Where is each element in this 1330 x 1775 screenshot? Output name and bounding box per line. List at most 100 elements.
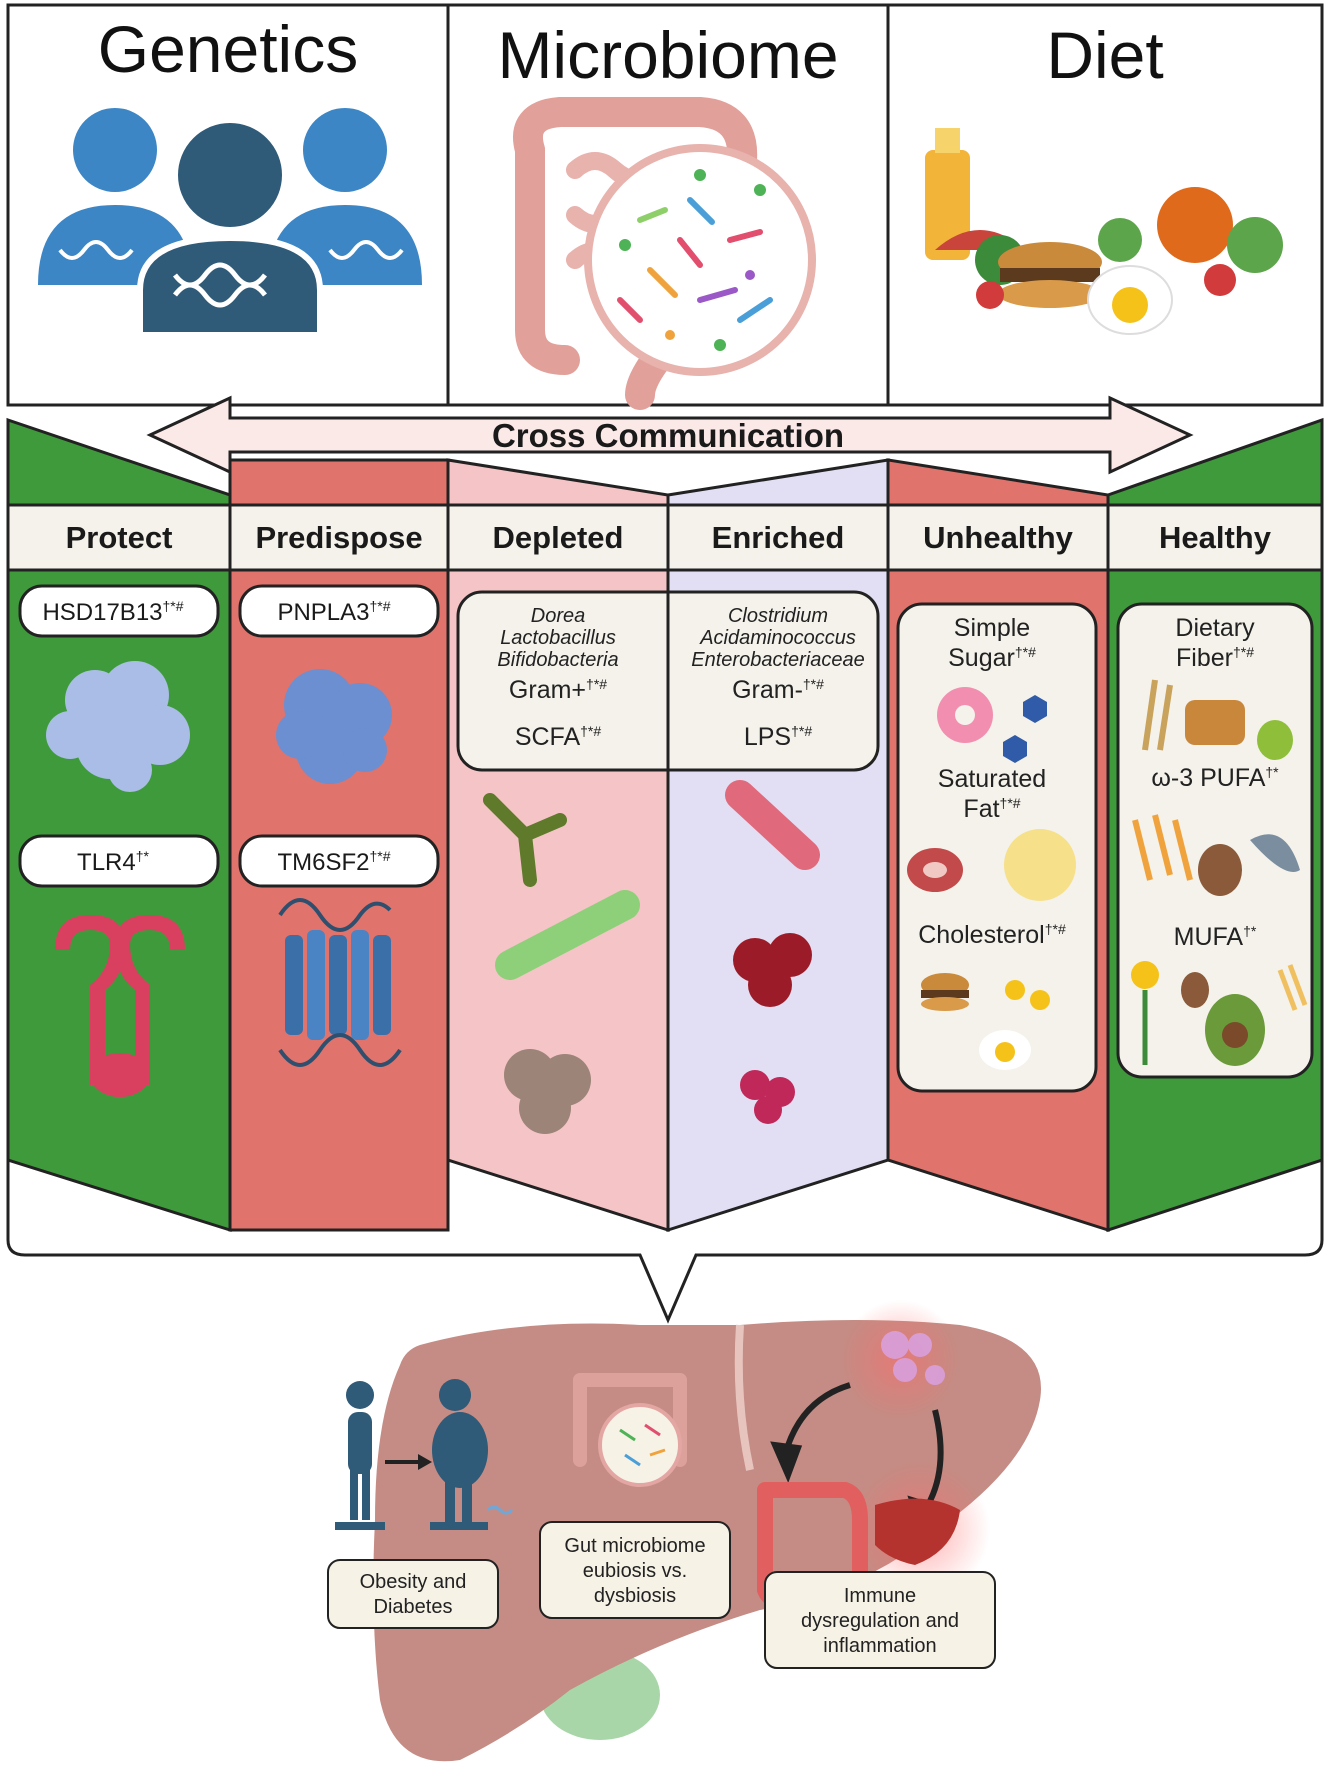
donut-sugar-icon — [937, 687, 1047, 763]
svg-text:Sugar†*#: Sugar†*# — [948, 644, 1036, 672]
svg-text:LPS†*#: LPS†*# — [744, 723, 813, 751]
hsd17b13-sup: †*# — [163, 598, 184, 614]
immune-line2: dysregulation and — [801, 1610, 959, 1632]
protect-column: HSD17B13†*# TLR4†* — [18, 584, 220, 1097]
obesity-line1: Obesity and — [360, 1571, 467, 1593]
saturated-line1: Saturated — [938, 765, 1046, 793]
omega3-nut-fish-icon — [1132, 814, 1300, 896]
enriched-taxa-3: Enterobacteriaceae — [691, 649, 864, 671]
immune-line3: inflammation — [823, 1635, 936, 1657]
gut-caption: Gut microbiome eubiosis vs. dysbiosis — [539, 1521, 731, 1619]
cholesterol-label: Cholesterol — [918, 921, 1044, 949]
mufa-sup: †* — [1243, 923, 1257, 939]
immune-line1: Immune — [844, 1585, 916, 1607]
svg-text:Fat†*#: Fat†*# — [963, 795, 1020, 823]
depleted-taxa-1: Dorea — [531, 605, 585, 627]
enriched-metabolite-sup: †*# — [791, 723, 812, 739]
pufa-sup: †* — [1265, 764, 1279, 780]
column-headers: Protect Predispose Depleted Enriched Unh… — [6, 503, 1324, 572]
svg-text:HSD17B13†*#: HSD17B13†*# — [42, 598, 183, 626]
pnpla3-sup: †*# — [370, 598, 391, 614]
mufa-label: MUFA — [1174, 923, 1244, 951]
fiber-line2: Fiber — [1176, 644, 1233, 672]
protect-header: Protect — [66, 520, 173, 555]
depleted-metabolite: SCFA — [515, 723, 581, 751]
svg-text:Gram-†*#: Gram-†*# — [732, 676, 824, 704]
simple-sugar-line2: Sugar — [948, 644, 1015, 672]
dorea-icon — [504, 1049, 591, 1134]
hsd17b13-label: HSD17B13 — [42, 599, 162, 626]
saturated-line2: Fat — [963, 795, 999, 823]
pnpla3-pill — [238, 584, 440, 638]
gut-line2: eubiosis vs. — [583, 1560, 688, 1582]
unhealthy-header: Unhealthy — [923, 520, 1074, 555]
callout-outline — [6, 1160, 1324, 1324]
svg-text:PNPLA3†*#: PNPLA3†*# — [277, 598, 390, 626]
predispose-header: Predispose — [255, 520, 422, 555]
enriched-taxa-1: Clostridium — [728, 605, 828, 627]
tlr4-pill — [18, 834, 220, 888]
microbiome-heading: Microbiome — [497, 18, 838, 92]
depleted-metabolite-sup: †*# — [580, 723, 601, 739]
svg-text:TLR4†*: TLR4†* — [77, 848, 149, 876]
pnpla3-protein-icon — [276, 669, 392, 784]
people-dna-icon — [38, 108, 422, 338]
fiber-line1: Dietary — [1175, 614, 1255, 642]
hsd17b13-protein-icon — [46, 661, 190, 792]
svg-text:ω-3 PUFA†*: ω-3 PUFA†* — [1151, 764, 1279, 792]
tlr4-receptor-icon — [55, 915, 185, 1097]
obesity-figures-icon — [335, 1379, 514, 1530]
sunflower-avocado-icon — [1131, 961, 1308, 1066]
diet-heading: Diet — [1046, 18, 1163, 92]
enriched-bacteria-icons — [725, 780, 820, 1124]
tm6sf2-pill — [238, 834, 440, 888]
healthy-header: Healthy — [1159, 520, 1272, 555]
damaged-liver-icon — [875, 1498, 960, 1565]
lactobacillus-icon — [495, 890, 640, 980]
cholesterol-sup: †*# — [1045, 921, 1066, 937]
depleted-gram-sup: †*# — [586, 676, 607, 692]
depleted-taxa-2: Lactobacillus — [500, 627, 616, 649]
depleted-gram: Gram+ — [509, 676, 586, 704]
grain-bread-icon — [1142, 679, 1293, 760]
depleted-header: Depleted — [493, 520, 624, 555]
svg-text:Fiber†*#: Fiber†*# — [1176, 644, 1254, 672]
svg-text:Gram+†*#: Gram+†*# — [509, 676, 607, 704]
unhealthy-box: Simple Sugar†*# Saturated Fat†*# Cholest… — [896, 602, 1098, 1093]
predispose-column: PNPLA3†*# TM6SF2†*# — [238, 584, 440, 1067]
svg-text:MUFA†*: MUFA†* — [1174, 923, 1257, 951]
healthy-box: Dietary Fiber†*# ω-3 PUFA†* MUFA†* — [1116, 602, 1314, 1079]
food-assortment-icon — [925, 128, 1283, 335]
enriched-gram-sup: †*# — [803, 676, 824, 692]
svg-text:TM6SF2†*#: TM6SF2†*# — [277, 848, 390, 876]
immune-caption: Immune dysregulation and inflammation — [764, 1571, 996, 1669]
bifidobacteria-icon — [483, 793, 567, 887]
pufa-label: ω-3 PUFA — [1151, 764, 1265, 792]
pnpla3-label: PNPLA3 — [277, 599, 369, 626]
cross-communication-label: Cross Communication — [492, 417, 844, 454]
tm6sf2-transmembrane-icon — [278, 898, 402, 1067]
enriched-taxa-2: Acidaminococcus — [699, 627, 856, 649]
depleted-bacteria-icons — [483, 793, 640, 1134]
simple-sugar-line1: Simple — [954, 614, 1030, 642]
obesity-line2: Diabetes — [374, 1596, 453, 1618]
hsd17b13-pill — [18, 584, 220, 638]
tm6sf2-sup: †*# — [369, 848, 390, 864]
burger-egg-icon — [921, 973, 1050, 1070]
obesity-caption: Obesity and Diabetes — [327, 1559, 499, 1629]
svg-text:Cholesterol†*#: Cholesterol†*# — [918, 921, 1066, 949]
enriched-metabolite: LPS — [744, 723, 791, 751]
saturated-sup: †*# — [1000, 795, 1021, 811]
genetics-heading: Genetics — [98, 12, 358, 86]
gut-line3: dysbiosis — [594, 1585, 676, 1607]
microbiome-box: Dorea Lactobacillus Bifidobacteria Gram+… — [456, 590, 880, 772]
fiber-sup: †*# — [1233, 644, 1254, 660]
enriched-gram: Gram- — [732, 676, 803, 704]
tlr4-sup: †* — [136, 848, 150, 864]
depleted-taxa-3: Bifidobacteria — [497, 649, 618, 671]
svg-text:SCFA†*#: SCFA†*# — [515, 723, 602, 751]
tm6sf2-label: TM6SF2 — [277, 849, 369, 876]
cross-communication-arrow: Cross Communication — [146, 395, 1194, 475]
simple-sugar-sup: †*# — [1015, 644, 1036, 660]
